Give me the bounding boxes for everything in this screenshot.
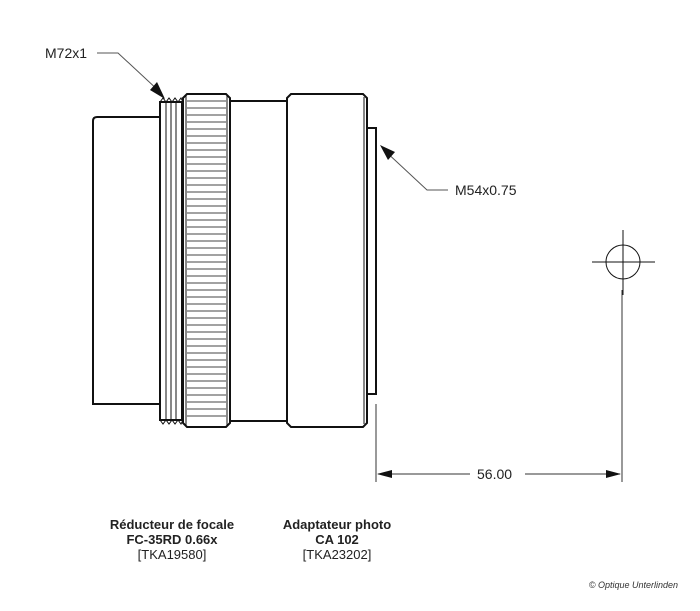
part-caption-adapter: Adaptateur photo CA 102 [TKA23202] bbox=[247, 517, 427, 562]
part-name: Réducteur de focale bbox=[109, 517, 235, 532]
middle-tube bbox=[229, 100, 288, 422]
crosshair-icon bbox=[592, 230, 655, 295]
dim-arrow-left bbox=[377, 470, 392, 478]
leader-m54 bbox=[382, 148, 448, 191]
thread-label-m54: M54x0.75 bbox=[455, 182, 517, 198]
adapter-step bbox=[366, 127, 377, 395]
leader-m72 bbox=[97, 52, 161, 93]
dim-arrow-right bbox=[606, 470, 621, 478]
dimension-lines bbox=[375, 290, 623, 482]
dimension-label: 56.00 bbox=[477, 466, 513, 482]
part-name: Adaptateur photo bbox=[282, 517, 392, 532]
reducer-body bbox=[92, 116, 161, 405]
knurled-ring bbox=[182, 93, 231, 428]
copyright: © Optique Unterlinden bbox=[588, 580, 678, 590]
part-ref: [TKA23202] bbox=[302, 547, 372, 562]
part-model: CA 102 bbox=[315, 532, 359, 547]
knurl-pattern bbox=[187, 100, 226, 417]
adapter-body bbox=[286, 93, 368, 428]
leader-lines bbox=[97, 52, 448, 191]
thread-teeth-bottom bbox=[159, 419, 184, 425]
thread-teeth-top bbox=[159, 97, 184, 103]
arrow-m54 bbox=[380, 145, 395, 160]
arrow-m72 bbox=[150, 82, 165, 99]
part-model: FC-35RD 0.66x bbox=[126, 532, 218, 547]
part-ref: [TKA19580] bbox=[137, 547, 207, 562]
part-caption-reducer: Réducteur de focale FC-35RD 0.66x [TKA19… bbox=[82, 517, 262, 562]
thread-label-m72: M72x1 bbox=[45, 45, 88, 61]
detail-lines bbox=[159, 96, 365, 425]
